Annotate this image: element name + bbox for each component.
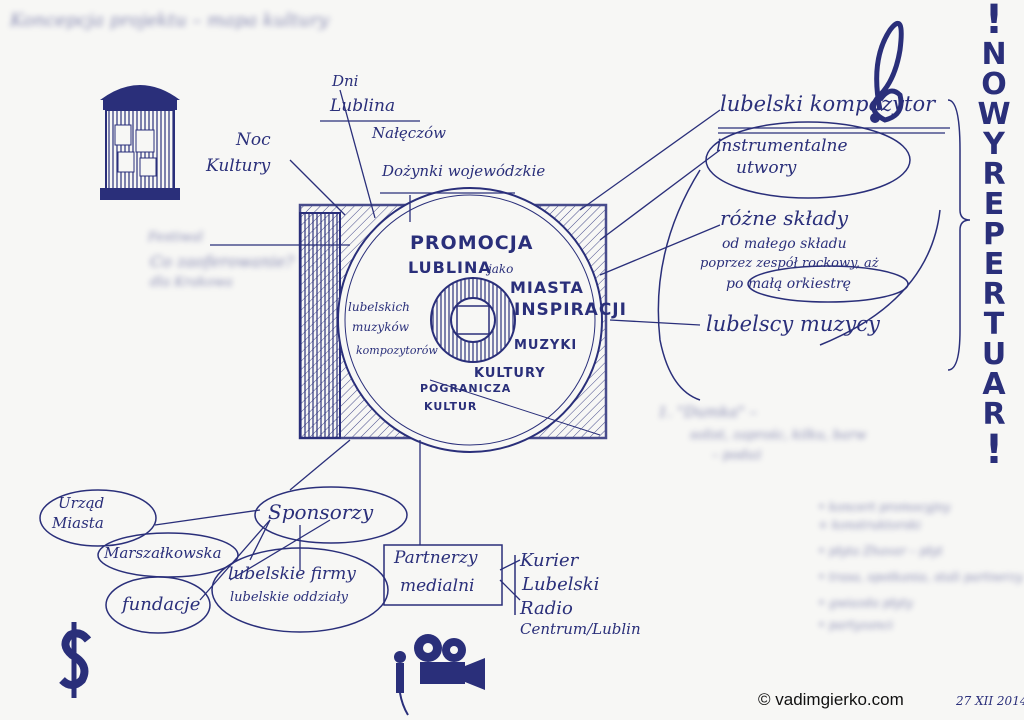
dollar-icon [59, 622, 92, 698]
label-kurier: Kurier [520, 550, 579, 571]
label-marszalkowska: Marszałkowska [104, 544, 222, 562]
disc-lublina: LUBLINA [408, 258, 492, 277]
cd-disc [337, 187, 603, 453]
blurred-list-item: • koncert promocyjny [818, 500, 951, 514]
label-urzad: Urząd [58, 494, 105, 512]
vertical-letter: A [982, 367, 1006, 402]
vertical-letter: E [983, 187, 1005, 222]
vertical-letter: E [983, 247, 1005, 282]
blurred-note: solist, zaprośc, kilku, barw [690, 428, 867, 443]
disc-miasta: MIASTA [510, 278, 584, 297]
label-sponsorzy: Sponsorzy [268, 500, 374, 524]
label-miasta: Miasta [52, 514, 104, 532]
vertical-letter: P [983, 217, 1005, 252]
underlines [320, 120, 950, 194]
label-lubelskie-oddzialy: lubelskie oddziały [230, 590, 349, 605]
disc-pogranicza: POGRANICZA [420, 382, 512, 395]
label-noc: Noc [236, 130, 271, 150]
vertical-letter: R [982, 277, 1006, 312]
label-rozne-sklady: różne składy [720, 206, 849, 230]
blurred-list-item: + konstruktorski [818, 518, 921, 532]
ovals [39, 121, 911, 634]
blurred-title: Koncepcja projektu – mapa kultury [10, 10, 329, 31]
disc-muzykow: muzyków [352, 320, 409, 334]
date-text: 27 XII 2014 [956, 694, 1024, 708]
blurred-note: Co zaoferowanie? [150, 252, 294, 271]
blurred-note: – podaż [712, 448, 762, 463]
vertical-letter: R [982, 397, 1006, 432]
microphone-icon [394, 651, 409, 716]
disc-muzyki: MUZYKI [514, 338, 578, 353]
label-po-malej: po małą orkiestrę [726, 276, 851, 292]
blurred-list-item: • płyta Zhavar – płyt [818, 544, 943, 558]
label-medialni: medialni [400, 576, 475, 596]
vertical-letter: N [981, 37, 1007, 72]
disc-inspiracji: INSPIRACJI [514, 300, 627, 320]
connector-lines [154, 89, 721, 601]
film-camera-icon [414, 634, 485, 690]
blurred-list-item: • trasa, spotkania, stali partnerzy [818, 570, 1023, 584]
disc-lubelskich: lubelskich [348, 300, 410, 314]
vertical-letter: Y [983, 127, 1005, 162]
credit-text: © vadimgierko.com [758, 690, 904, 709]
label-kultury: Kultury [206, 156, 271, 176]
poster-column-icon [100, 85, 180, 200]
label-lublina: Lublina [330, 96, 396, 116]
nowy-repertuar-vertical: ! N O W Y R E P E R T U A R ! [977, 0, 1011, 473]
blurred-note: dla Krakowa [150, 275, 233, 290]
disc-kompozytorow: kompozytorów [356, 344, 438, 357]
label-instrumentalne: instrumentalne [716, 136, 848, 156]
label-lubelskie-firmy: lubelskie firmy [228, 564, 356, 584]
disc-kultur: KULTUR [424, 400, 478, 413]
vertical-letter: W [977, 97, 1011, 132]
blurred-note: 1. "Dumka" – [658, 403, 758, 421]
label-dni: Dni [332, 72, 359, 90]
disc-promocja: PROMOCJA [410, 232, 534, 254]
blurred-note: Festiwal [148, 230, 204, 245]
label-muzycy: lubelscy muzycy [706, 312, 880, 336]
label-poprzez: poprzez zespół rockowy, aż [700, 256, 879, 271]
vertical-letter: O [981, 67, 1007, 102]
disc-jako: jako [488, 262, 514, 276]
label-dozynki: Dożynki wojewódzkie [382, 162, 546, 180]
vertical-letter: R [982, 157, 1006, 192]
label-partnerzy: Partnerzy [394, 548, 478, 568]
label-naleczow: Nałęczów [372, 124, 446, 142]
label-radio: Radio [520, 598, 573, 619]
label-kompozytor: lubelski kompozytor [720, 92, 936, 116]
blurred-list-item: • partyzanci [818, 618, 893, 632]
label-centrum: Centrum/Lublin [520, 620, 641, 638]
blurred-list-item: • gwiazda płyty [818, 596, 913, 610]
treble-clef-icon [870, 20, 904, 123]
label-lubelski: Lubelski [522, 574, 600, 595]
vertical-letter: T [983, 307, 1005, 342]
vertical-letter: U [981, 337, 1007, 372]
brackets [383, 99, 971, 615]
label-utwory: utwory [736, 158, 797, 178]
disc-kultury: KULTURY [474, 366, 546, 381]
label-od-malego: od małego składu [722, 236, 847, 252]
label-fundacje: fundacje [122, 594, 201, 615]
